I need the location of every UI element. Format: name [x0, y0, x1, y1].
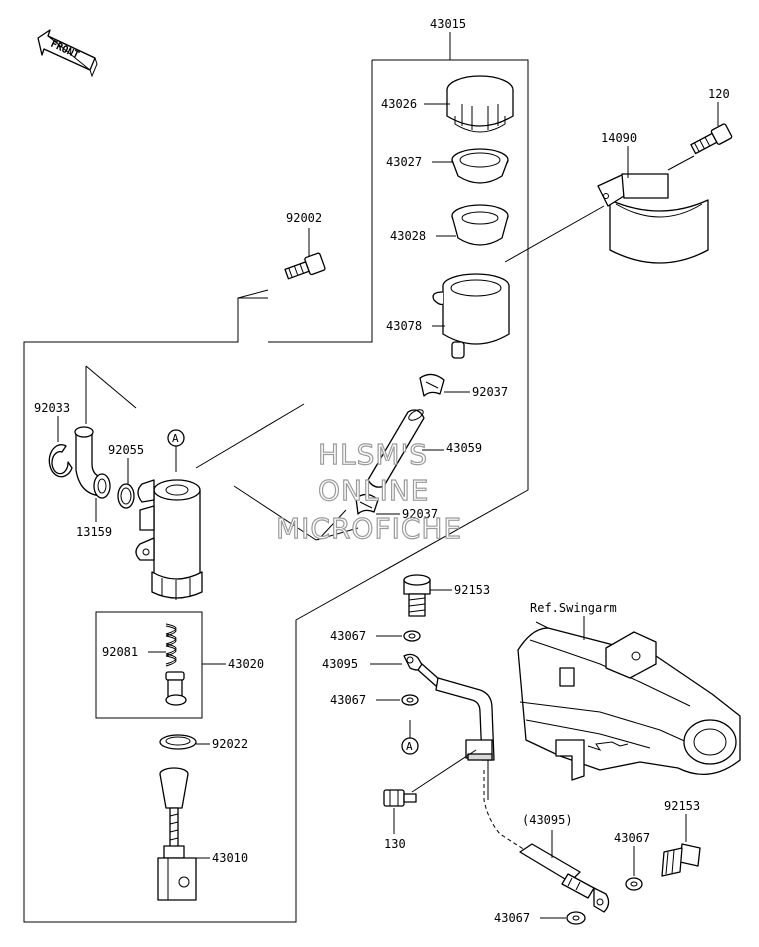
- washer-43067-a: [403, 630, 421, 642]
- washer-43067-b: [401, 694, 419, 706]
- spring-92081: [165, 623, 177, 667]
- reservoir-body: [432, 273, 510, 359]
- label-14090: 14090: [601, 131, 637, 145]
- label-43026: 43026: [381, 97, 417, 111]
- clamp-92037-bottom: [355, 493, 379, 515]
- label-92022: 92022: [212, 737, 248, 751]
- label-92002: 92002: [286, 211, 322, 225]
- assembly-outline: [23, 59, 529, 923]
- connector-a-bottom: A: [401, 720, 419, 755]
- label-92055: 92055: [108, 443, 144, 457]
- washer-43067-d: [566, 911, 586, 925]
- label-13159: 13159: [76, 525, 112, 539]
- diaphragm-plate: [451, 148, 509, 184]
- banjo-bolt-92153-top: [403, 574, 431, 617]
- banjo-bolt-92153-bottom: [661, 843, 701, 877]
- piston-43020: [165, 671, 187, 706]
- bolt-120: [690, 123, 733, 155]
- front-arrow-icon: FRONT: [37, 29, 98, 78]
- swingarm-reference-label: Ref.Swingarm: [530, 601, 617, 615]
- watermark-line-2: ONLINE: [318, 474, 429, 507]
- kit-box-43020: [95, 611, 203, 719]
- push-rod-43010: [157, 767, 197, 901]
- label-43020: 43020: [228, 657, 264, 671]
- label-92081: 92081: [102, 645, 138, 659]
- label-92153-top: 92153: [454, 583, 490, 597]
- label-43028: 43028: [390, 229, 426, 243]
- reservoir-outline: [268, 60, 373, 343]
- svg-text:A: A: [172, 432, 179, 445]
- label-120: 120: [708, 87, 730, 101]
- label-92153-bottom: 92153: [664, 799, 700, 813]
- circlip-92033: [48, 444, 73, 478]
- label-43015: 43015: [430, 17, 466, 31]
- reservoir-cap: [446, 75, 514, 133]
- watermark-line-3: MICROFICHE: [276, 512, 462, 545]
- hose-43059: [367, 409, 425, 488]
- circlip-92022: [159, 734, 197, 750]
- bolt-92002: [284, 252, 326, 280]
- bolt-130: [383, 789, 417, 807]
- label-43067-a: 43067: [330, 629, 366, 643]
- label-43067-b: 43067: [330, 693, 366, 707]
- label-92037-top: 92037: [472, 385, 508, 399]
- label-43078: 43078: [386, 319, 422, 333]
- brake-hose-end: [519, 843, 610, 913]
- label-43067-d: 43067: [494, 911, 530, 925]
- washer-43067-c: [625, 877, 643, 891]
- label-92033: 92033: [34, 401, 70, 415]
- clamp-92037-top: [419, 373, 445, 397]
- label-43027: 43027: [386, 155, 422, 169]
- label-43059: 43059: [446, 441, 482, 455]
- master-cylinder: [135, 479, 203, 600]
- label-130: 130: [384, 837, 406, 851]
- label-43067-c: 43067: [614, 831, 650, 845]
- diaphragm: [451, 204, 509, 246]
- brake-hose-43095: [403, 653, 495, 800]
- swingarm-reference: [517, 621, 741, 781]
- reservoir-bracket: [597, 173, 709, 264]
- o-ring-92055: [117, 483, 135, 509]
- svg-text:A: A: [406, 740, 413, 753]
- label-92037-bottom: 92037: [402, 507, 438, 521]
- fitting-13159: [74, 426, 111, 499]
- label-43095: 43095: [322, 657, 358, 671]
- watermark-line-1: HLSM'S: [318, 438, 428, 471]
- connector-a-top: A: [167, 429, 185, 472]
- watermark: HLSM'S ONLINE MICROFICHE: [275, 437, 462, 545]
- label-43095-ref: (43095): [522, 813, 573, 827]
- label-43010: 43010: [212, 851, 248, 865]
